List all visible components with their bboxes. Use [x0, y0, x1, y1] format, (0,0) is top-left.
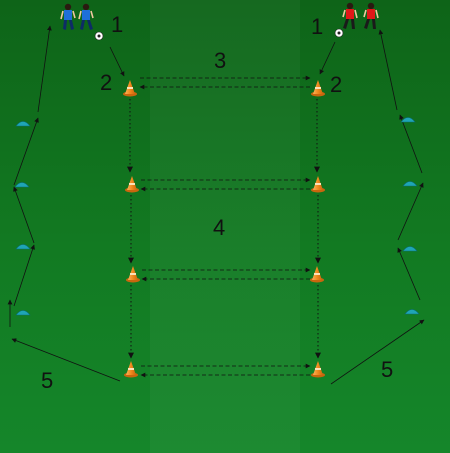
cone-icon — [311, 176, 325, 193]
run-line-left-top — [37, 25, 52, 113]
run-line-left-2 — [13, 117, 39, 186]
player-icon — [78, 3, 94, 30]
run-line-right-top — [378, 29, 398, 111]
cones — [123, 80, 325, 378]
player-icon — [60, 3, 76, 30]
marker-icon — [404, 309, 420, 315]
label-return-run-left: 5 — [41, 368, 54, 393]
cone-icon — [311, 80, 325, 97]
run-line-right-3 — [397, 182, 424, 241]
player-icon — [363, 2, 379, 29]
cone-icon — [124, 361, 138, 378]
ball-icon — [334, 28, 344, 38]
cone-icon — [125, 176, 139, 193]
label-pass-exchange: 3 — [214, 48, 227, 73]
label-return-run-right: 5 — [381, 357, 394, 382]
run-line-right-bottom — [330, 319, 425, 385]
marker-icon — [15, 310, 31, 316]
team-left-players — [60, 3, 104, 41]
marker-icon — [14, 182, 30, 188]
marker-icon — [402, 181, 418, 187]
cone-icon — [311, 361, 325, 378]
run-line-to-cone-right — [319, 41, 336, 75]
cone-icon — [123, 80, 137, 97]
run-line-left-3 — [13, 186, 35, 244]
pass-lines — [139, 75, 311, 378]
outer-run-lines — [7, 25, 425, 385]
label-player-start-right: 1 — [311, 14, 324, 39]
marker-icon — [400, 117, 416, 123]
ball-icon — [94, 31, 104, 41]
dribble-lines — [127, 99, 321, 359]
marker-icon — [15, 121, 31, 127]
label-first-cone-right: 2 — [330, 72, 343, 97]
player-icon — [342, 2, 358, 29]
run-line-right-2 — [399, 114, 423, 174]
label-first-cone-left: 2 — [100, 70, 113, 95]
run-line-left-bottom — [11, 338, 121, 382]
run-line-to-cone-left — [109, 46, 125, 77]
flat-markers — [14, 117, 420, 316]
run-line-left-4 — [13, 244, 35, 307]
label-dribble-channel: 4 — [213, 215, 226, 240]
run-line-right-4 — [397, 247, 421, 301]
marker-icon — [402, 246, 418, 252]
label-player-start-left: 1 — [111, 12, 124, 37]
team-right-players — [334, 2, 379, 38]
cone-icon — [126, 266, 140, 283]
cone-icon — [310, 266, 324, 283]
marker-icon — [15, 244, 31, 250]
